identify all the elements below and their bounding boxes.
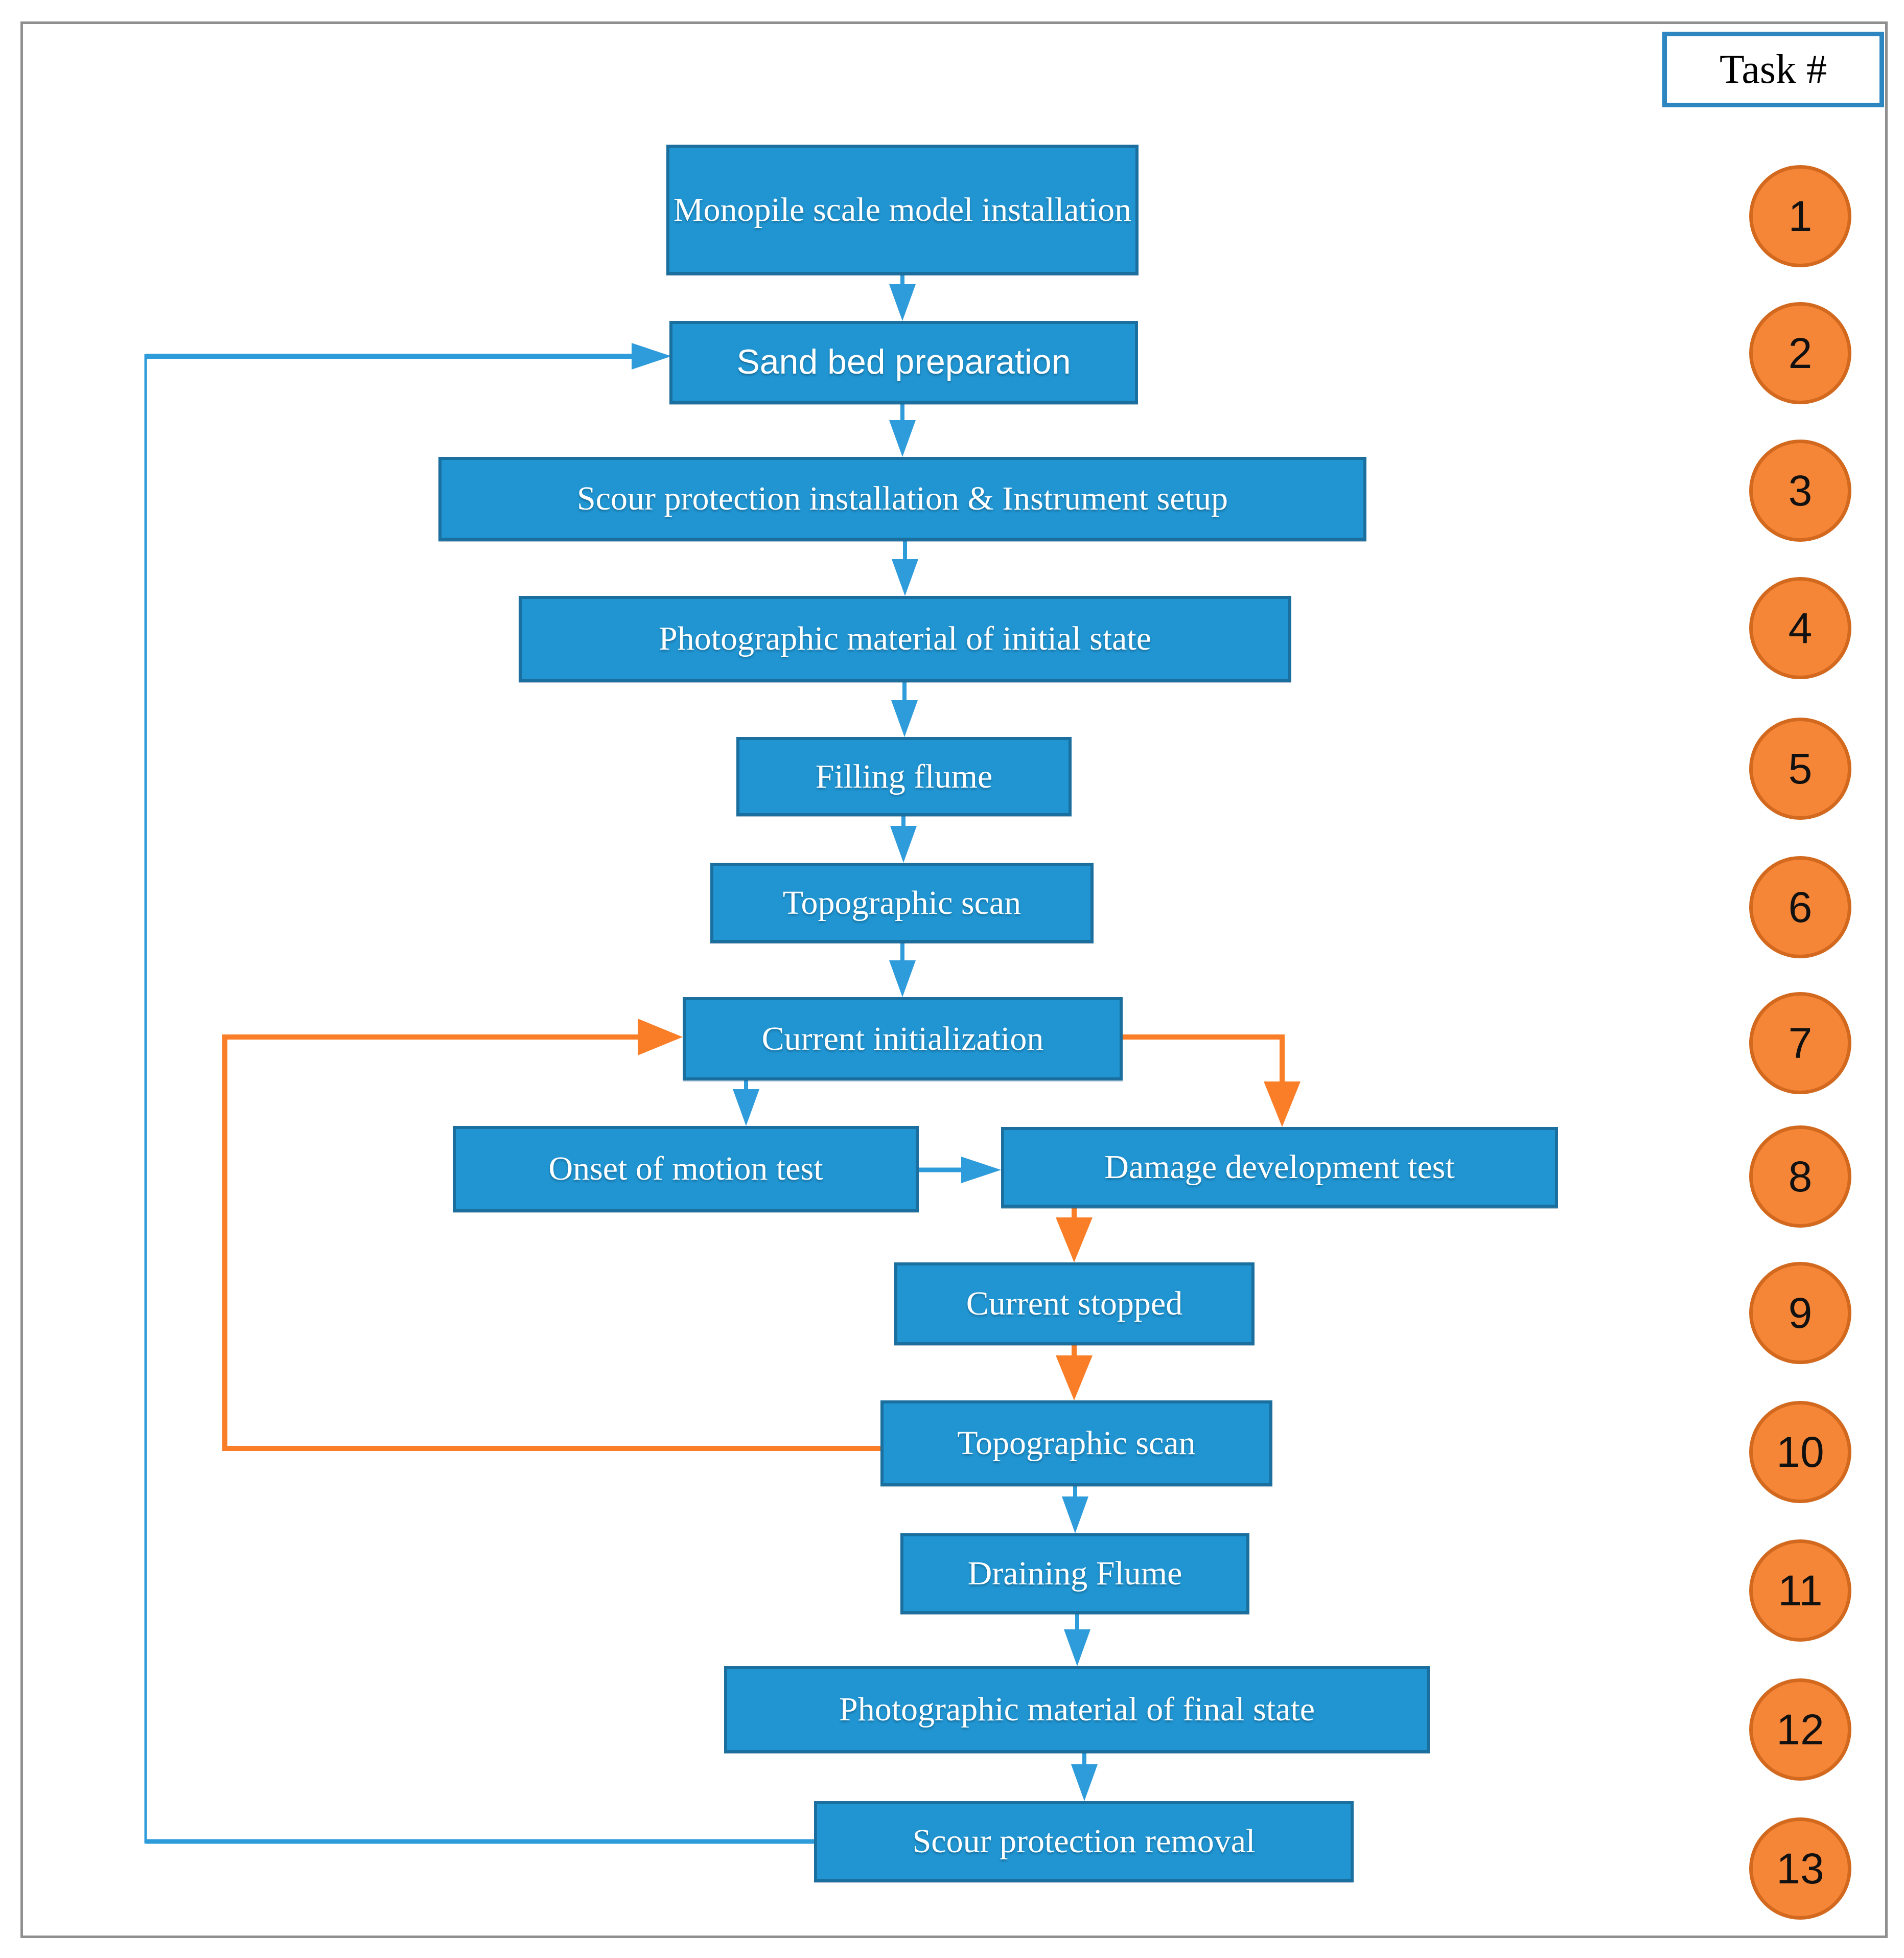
flow-node-current-stopped: Current stopped [894, 1262, 1255, 1345]
task-badge-number: 10 [1776, 1427, 1824, 1476]
flow-node-monopile-scale-model-installation: Monopile scale model installation [666, 145, 1139, 275]
task-badge-4: 4 [1749, 577, 1851, 679]
task-badge-number: 2 [1788, 329, 1813, 377]
arrow-draining-to-photofinal [1064, 1614, 1090, 1666]
arrow-scourinstall-to-photoinitial [892, 541, 918, 596]
node-label: Topographic scan [957, 1424, 1196, 1462]
task-badge-number: 7 [1788, 1019, 1813, 1067]
task-badge-number: 5 [1788, 744, 1813, 793]
arrow-onset-to-damage [919, 1157, 1001, 1183]
task-legend-label: Task # [1720, 47, 1827, 92]
node-label: Onset of motion test [548, 1150, 823, 1188]
arrow-filling-to-toposcan1 [890, 816, 917, 863]
arrow-monopile-to-sandbed [889, 275, 916, 321]
task-badge-8: 8 [1749, 1125, 1851, 1228]
task-badge-5: 5 [1749, 718, 1851, 820]
arrow-currentinit-to-onset [733, 1080, 759, 1126]
task-badge-number: 8 [1788, 1152, 1813, 1201]
node-label: Draining Flume [967, 1555, 1182, 1593]
node-label: Topographic scan [782, 884, 1021, 922]
flow-node-onset-of-motion-test: Onset of motion test [453, 1126, 919, 1212]
arrow-currentstopped-to-toposcan2 [1056, 1345, 1093, 1400]
flow-node-current-initialization: Current initialization [683, 997, 1123, 1080]
task-badge-number: 9 [1788, 1288, 1813, 1337]
node-label: Filling flume [815, 757, 993, 795]
task-badge-number: 6 [1788, 883, 1813, 931]
task-badge-number: 4 [1788, 604, 1813, 652]
node-label: Current stopped [966, 1285, 1183, 1323]
task-badge-1: 1 [1749, 165, 1851, 267]
flow-node-draining-flume: Draining Flume [900, 1533, 1249, 1614]
arrow-toposcan1-to-currentinit [889, 943, 916, 997]
node-label: Monopile scale model installation [673, 191, 1132, 228]
node-label: Photographic material of final state [839, 1691, 1315, 1729]
node-label: Scour protection removal [912, 1823, 1256, 1860]
task-badge-9: 9 [1749, 1262, 1851, 1364]
task-badge-number: 12 [1776, 1705, 1824, 1754]
task-badge-7: 7 [1749, 992, 1851, 1094]
flow-node-scour-protection-installation-instrument-setup: Scour protection installation & Instrume… [438, 457, 1366, 541]
task-badge-number: 3 [1788, 466, 1813, 515]
task-number-legend: Task # [1662, 32, 1884, 107]
task-badge-number: 13 [1776, 1844, 1824, 1893]
arrow-photofinal-to-removal [1071, 1753, 1098, 1801]
node-label: Current initialization [761, 1020, 1044, 1057]
loop-removal-to-sandbed [144, 343, 814, 1844]
node-label: Scour protection installation & Instrume… [577, 480, 1228, 518]
task-badge-2: 2 [1749, 302, 1851, 404]
task-badge-3: 3 [1749, 440, 1851, 542]
flow-node-topographic-scan-post-test: Topographic scan [880, 1400, 1272, 1486]
arrow-photoinitial-to-filling [891, 682, 918, 737]
task-badge-number: 11 [1778, 1566, 1823, 1615]
task-badge-number: 1 [1788, 192, 1813, 240]
loop-toposcan2-to-currentinit [222, 1019, 880, 1451]
flow-node-photographic-material-initial-state: Photographic material of initial state [519, 596, 1291, 682]
flow-node-sand-bed-preparation: Sand bed preparation [669, 321, 1138, 404]
flow-node-scour-protection-removal: Scour protection removal [814, 1801, 1354, 1882]
flow-node-topographic-scan-initial: Topographic scan [710, 863, 1094, 943]
node-label: Damage development test [1104, 1148, 1455, 1186]
arrow-toposcan2-to-draining [1062, 1486, 1088, 1533]
arrow-currentinit-to-damage [1123, 1034, 1301, 1127]
task-badge-6: 6 [1749, 856, 1851, 958]
node-label: Sand bed preparation [736, 342, 1071, 382]
flow-node-filling-flume: Filling flume [736, 737, 1072, 816]
flow-node-damage-development-test: Damage development test [1001, 1127, 1558, 1208]
task-badge-10: 10 [1749, 1401, 1851, 1503]
figure-border [20, 21, 1888, 1938]
node-label: Photographic material of initial state [658, 620, 1152, 658]
flow-node-photographic-material-final-state: Photographic material of final state [724, 1666, 1430, 1753]
task-badge-13: 13 [1749, 1817, 1851, 1920]
arrow-sandbed-to-scourinstall [889, 404, 916, 457]
arrow-damage-to-currentstopped [1056, 1208, 1093, 1262]
task-badge-12: 12 [1749, 1678, 1851, 1781]
task-badge-11: 11 [1749, 1539, 1851, 1642]
